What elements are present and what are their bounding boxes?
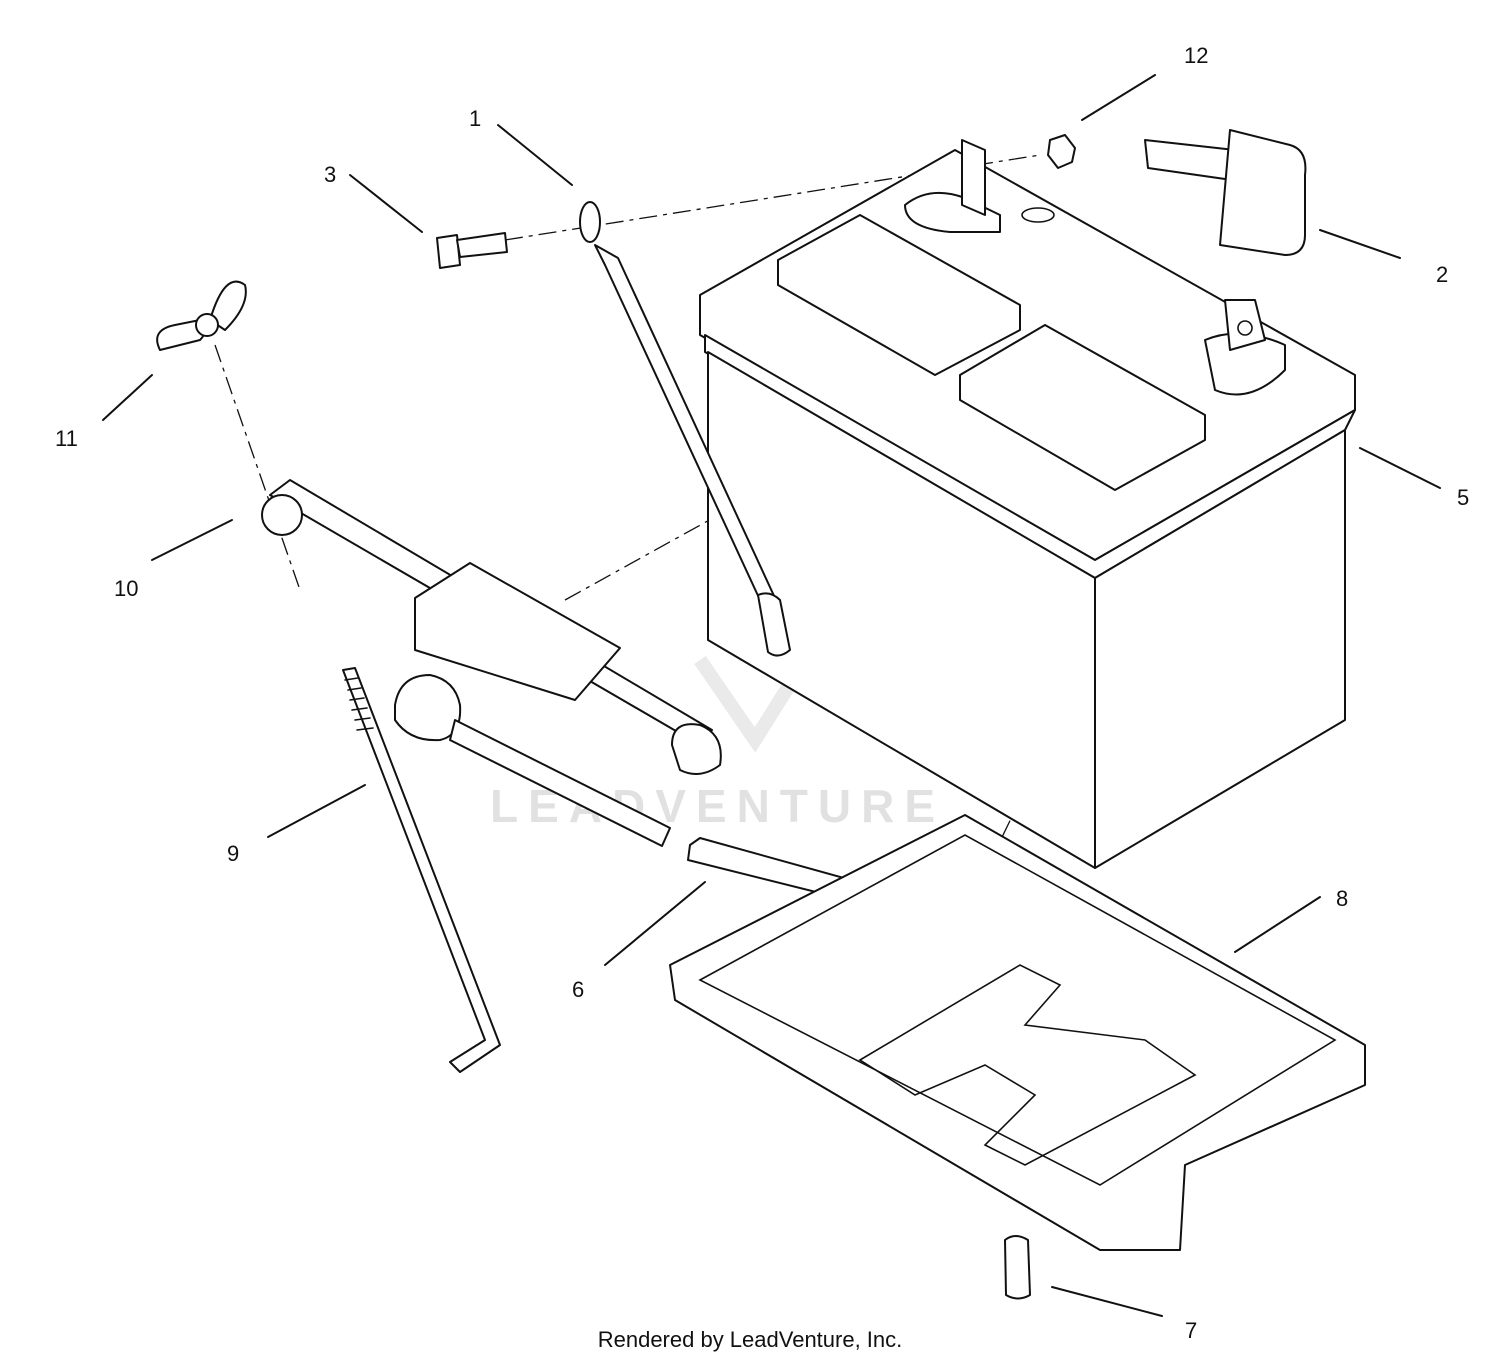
- terminal-cover: [1144, 129, 1307, 256]
- callout-11: 11: [55, 426, 78, 451]
- spacer: [1004, 1235, 1031, 1300]
- callout-labels: 1 2 3 5 6 7 8 9 10 11 12: [55, 43, 1469, 1343]
- wing-nut: [156, 280, 247, 351]
- callout-2: 2: [1436, 262, 1448, 287]
- battery: [699, 139, 1356, 869]
- battery-cable: [579, 201, 791, 657]
- bolt: [436, 232, 508, 269]
- callout-10: 10: [114, 576, 138, 601]
- battery-tray: [669, 814, 1366, 1251]
- callout-7: 7: [1185, 1318, 1197, 1343]
- callout-6: 6: [572, 977, 584, 1002]
- callout-1: 1: [469, 106, 481, 131]
- callout-5: 5: [1457, 485, 1469, 510]
- callout-9: 9: [227, 841, 239, 866]
- callout-3: 3: [324, 162, 336, 187]
- hold-down-rod: [342, 667, 501, 1073]
- nut: [1047, 134, 1076, 169]
- hold-down-bracket: [261, 479, 722, 775]
- callout-12: 12: [1184, 43, 1208, 68]
- callout-8: 8: [1336, 886, 1348, 911]
- callout-leader-lines: [102, 74, 1441, 1317]
- render-credit: Rendered by LeadVenture, Inc.: [597, 1327, 903, 1352]
